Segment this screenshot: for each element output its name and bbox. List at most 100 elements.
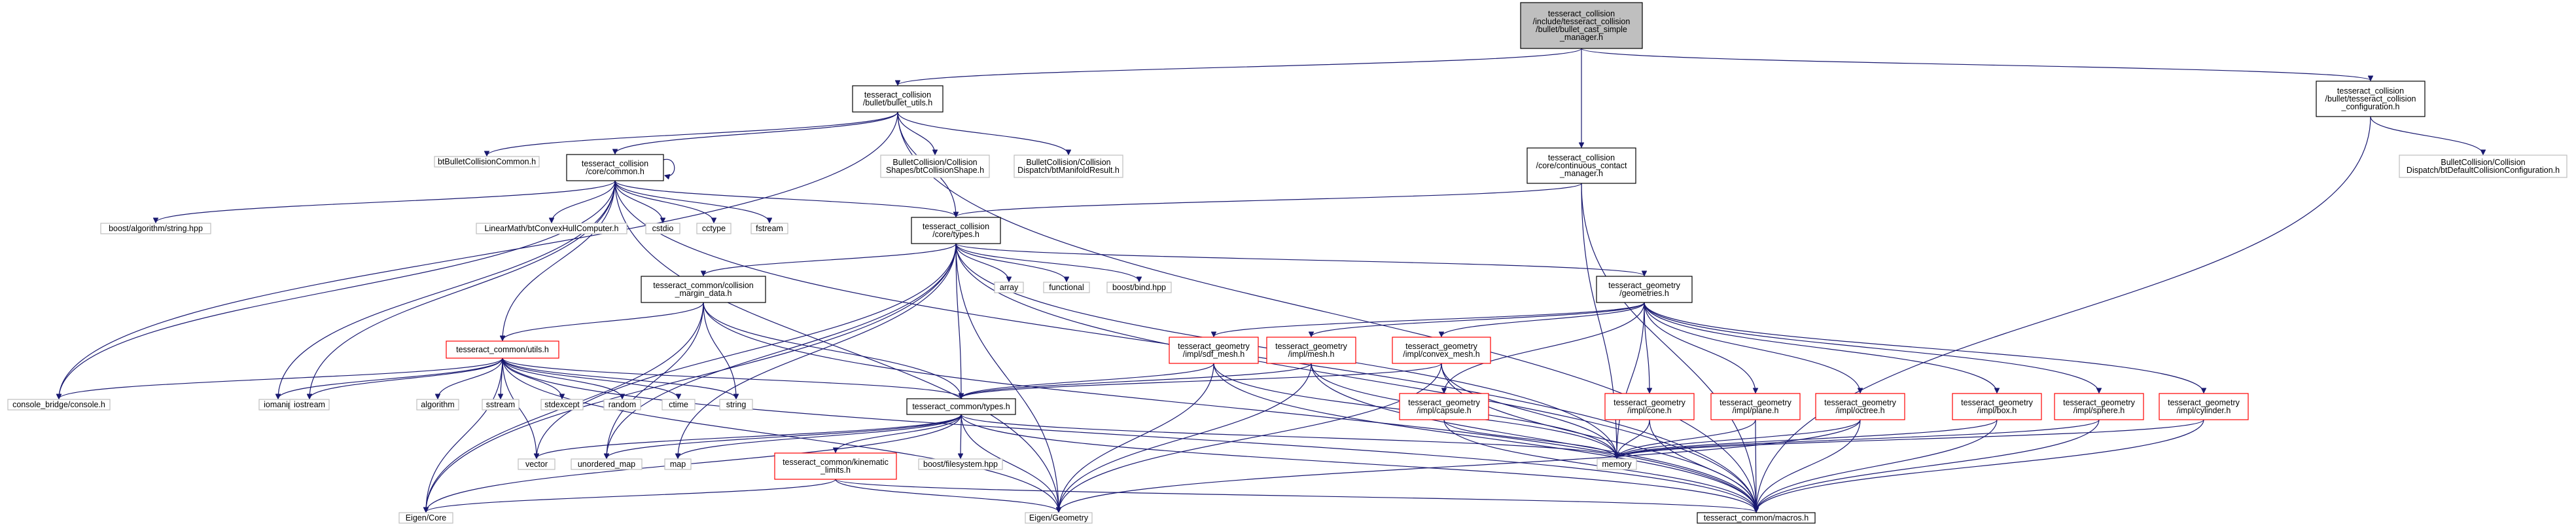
edge-convex-mesh-to-memory: [1441, 363, 1617, 458]
edge-core-types-to-array: [955, 243, 1009, 282]
node-sstream: sstream: [482, 399, 520, 411]
node-label-line: tesseract_geometry: [1275, 342, 1348, 351]
node-plane[interactable]: tesseract_geometry/impl/plane.h: [1710, 393, 1801, 420]
node-label-line: /impl/octree.h: [1835, 406, 1884, 415]
node-geometries[interactable]: tesseract_geometry/geometries.h: [1596, 276, 1693, 303]
edge-bullet-utils-to-core-common: [615, 111, 898, 154]
edge-kinematic-limits-to-eigen-geometry: [835, 479, 1059, 512]
edge-octree-to-eigen-geometry: [1059, 419, 1861, 512]
node-boost-algorithm-string: boost/algorithm/string.hpp: [100, 223, 211, 234]
node-btManifoldResult: BulletCollision/CollisionDispatch/btMani…: [1014, 155, 1123, 178]
edge-common-utils-to-iostream: [309, 357, 503, 399]
node-label-line: memory: [1602, 460, 1632, 469]
node-box: [100, 223, 211, 234]
edge-common-utils-to-common-types: [502, 357, 961, 399]
edge-common-types-to-eigen-geometry: [961, 414, 1059, 512]
edge-capsule-to-memory: [1443, 419, 1617, 458]
node-box: [750, 223, 788, 234]
node-label-line: tesseract_collision: [2337, 86, 2404, 96]
edge-bullet-utils-to-btCollisionShape: [897, 111, 935, 155]
node-label-line: /impl/mesh.h: [1288, 350, 1335, 359]
node-label-line: /core/continuous_contact: [1536, 161, 1628, 170]
node-box: [662, 399, 696, 411]
node-box: [1697, 512, 1816, 524]
node-impl-mesh[interactable]: tesseract_geometry/impl/mesh.h: [1266, 337, 1356, 364]
node-bt-config[interactable]: tesseract_collision/bullet/tesseract_col…: [2316, 81, 2426, 117]
node-label-line: /impl/capsule.h: [1417, 406, 1471, 415]
node-label-line: ctime: [669, 400, 688, 409]
node-label-line: /impl/box.h: [1977, 406, 2017, 415]
node-functional: functional: [1043, 282, 1090, 293]
edge-kinematic-limits-to-macros: [835, 479, 1756, 512]
node-btBulletCollisionCommon: btBulletCollisionCommon.h: [434, 156, 540, 168]
node-sphere[interactable]: tesseract_geometry/impl/sphere.h: [2054, 393, 2144, 420]
node-cctype: cctype: [696, 223, 732, 234]
edge-impl-mesh-to-eigen-geometry: [1059, 363, 1312, 512]
node-algorithm: algorithm: [416, 399, 459, 411]
edge-box-to-memory: [1617, 419, 1998, 459]
node-label-line: boost/algorithm/string.hpp: [109, 224, 203, 233]
graph-edges: [59, 48, 2483, 512]
node-box: [1952, 393, 2042, 420]
node-label-line: _manager.h: [1559, 169, 1603, 178]
edge-common-utils-to-random: [502, 357, 622, 399]
node-label-line: array: [1000, 283, 1019, 292]
node-cylinder[interactable]: tesseract_geometry/impl/cylinder.h: [2159, 393, 2249, 420]
node-label-line: tesseract_common/utils.h: [456, 345, 549, 354]
node-label-line: tesseract_collision: [1548, 153, 1615, 162]
node-sdf-mesh[interactable]: tesseract_geometry/impl/sdf_mesh.h: [1169, 337, 1259, 364]
edge-core-types-to-geometries: [955, 243, 1644, 276]
node-box: [1710, 393, 1801, 420]
node-octree[interactable]: tesseract_geometry/impl/octree.h: [1815, 393, 1905, 420]
node-cone[interactable]: tesseract_geometry/impl/cone.h: [1604, 393, 1695, 420]
edge-core-common-to-btConvexHullComputer: [552, 180, 616, 223]
node-label-line: algorithm: [421, 400, 454, 409]
node-kinematic-limits[interactable]: tesseract_common/kinematic_limits.h: [774, 452, 897, 480]
edge-sphere-to-macros: [1756, 419, 2100, 512]
node-label-line: LinearMath/btConvexHullComputer.h: [485, 224, 619, 233]
node-bullet-utils[interactable]: tesseract_collision/bullet/bullet_utils.…: [852, 85, 944, 113]
node-ctime: ctime: [662, 399, 696, 411]
edge-geometries-to-convex-mesh: [1441, 302, 1645, 337]
node-label-line: tesseract_geometry: [1614, 398, 1686, 407]
node-label-line: /impl/cylinder.h: [2177, 406, 2231, 415]
node-core-types[interactable]: tesseract_collision/core/types.h: [911, 217, 1001, 244]
node-unordered-map: unordered_map: [571, 458, 643, 470]
edge-kinematic-limits-to-eigen-core: [426, 479, 836, 513]
node-btDefaultCollisionConfiguration: BulletCollision/CollisionDispatch/btDefa…: [2399, 155, 2567, 178]
node-box[interactable]: tesseract_geometry/impl/box.h: [1952, 393, 2042, 420]
edge-geometries-to-sphere: [1644, 302, 2099, 393]
node-label-line: fstream: [756, 224, 783, 233]
edge-sdf-mesh-to-common-types: [961, 363, 1214, 398]
node-convex-mesh[interactable]: tesseract_geometry/impl/convex_mesh.h: [1392, 337, 1491, 364]
node-macros[interactable]: tesseract_common/macros.h: [1697, 512, 1816, 524]
node-label-line: /core/common.h: [586, 167, 644, 176]
edge-common-utils-to-eigen-core: [426, 357, 503, 512]
edge-convex-mesh-to-eigen-geometry: [1059, 363, 1442, 512]
edge-common-utils-to-console: [59, 357, 503, 399]
node-label-line: Eigen/Geometry: [1029, 513, 1089, 522]
node-common-utils[interactable]: tesseract_common/utils.h: [446, 340, 559, 359]
edge-convex-mesh-to-common-types: [961, 363, 1442, 399]
node-box: [416, 399, 459, 411]
node-capsule[interactable]: tesseract_geometry/impl/capsule.h: [1399, 393, 1489, 420]
node-label-line: tesseract_common/collision: [653, 281, 754, 290]
edge-root-to-bt-config: [1581, 48, 2371, 81]
node-boost-bind: boost/bind.hpp: [1106, 282, 1172, 293]
node-label-line: map: [670, 460, 686, 469]
edge-margin-data-to-unordered-map: [607, 302, 704, 458]
node-box: [1597, 458, 1637, 470]
node-box: [911, 217, 1001, 244]
node-label-line: tesseract_geometry: [1824, 398, 1897, 407]
node-eigen-core: Eigen/Core: [398, 512, 453, 524]
edge-core-types-to-eigen-core: [426, 243, 957, 512]
node-root[interactable]: tesseract_collision/include/tesseract_co…: [1520, 2, 1643, 49]
edge-geometries-to-cylinder: [1644, 302, 2204, 393]
node-continuous-contact[interactable]: tesseract_collision/core/continuous_cont…: [1526, 147, 1636, 184]
edge-geometries-to-impl-mesh: [1311, 302, 1645, 337]
node-common-types[interactable]: tesseract_common/types.h: [906, 398, 1016, 415]
node-iomanip: iomanip: [258, 399, 298, 411]
node-box: [880, 155, 990, 178]
node-margin-data[interactable]: tesseract_common/collision_margin_data.h: [641, 276, 766, 303]
node-core-common[interactable]: tesseract_collision/core/common.h: [566, 154, 664, 181]
